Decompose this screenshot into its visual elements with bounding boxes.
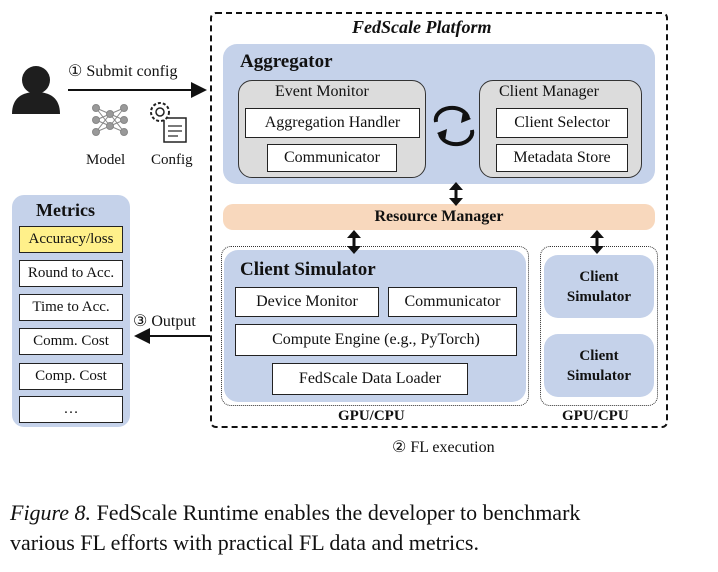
resource-simulator-arrow-main (347, 230, 361, 254)
figure-caption-line2: various FL efforts with practical FL dat… (10, 530, 479, 555)
aggregation-handler-box: Aggregation Handler (245, 108, 420, 138)
simulator-communicator-box: Communicator (388, 287, 517, 317)
output-label: ③ Output (133, 313, 196, 330)
gpu-cpu-label-main: GPU/CPU (338, 408, 405, 424)
gpu-region-main (221, 246, 529, 406)
aggregator-communicator-box: Communicator (267, 144, 397, 172)
metric-accuracy-loss: Accuracy/loss (19, 226, 123, 253)
data-loader-box: FedScale Data Loader (272, 363, 468, 395)
user-icon (12, 66, 60, 114)
sync-arrows-icon (433, 105, 475, 147)
submit-config-label: ① Submit config (68, 63, 178, 80)
platform-boundary (210, 12, 668, 428)
compute-engine-box: Compute Engine (e.g., PyTorch) (235, 324, 517, 356)
client-simulator-small-1: Client Simulator (544, 255, 654, 318)
device-monitor-box: Device Monitor (235, 287, 379, 317)
platform-title: FedScale Platform (352, 17, 492, 37)
fl-execution-label: ② FL execution (392, 439, 495, 456)
client-manager-title: Client Manager (499, 83, 599, 100)
client-simulator-small-2: Client Simulator (544, 334, 654, 397)
metric-more: … (19, 396, 123, 423)
neural-network-icon (92, 104, 128, 136)
aggregator-title: Aggregator (240, 51, 333, 72)
caption-text-1: FedScale Runtime enables the developer t… (91, 500, 581, 525)
resource-manager-bar: Resource Manager (223, 204, 655, 230)
resource-simulator-arrow-side (590, 230, 604, 254)
figure-caption-line1: Figure 8. FedScale Runtime enables the d… (10, 500, 580, 526)
client-simulator-small-2-label: Client Simulator (566, 347, 632, 384)
metadata-store-box: Metadata Store (496, 144, 628, 172)
metric-comp-cost: Comp. Cost (19, 363, 123, 390)
client-simulator-title: Client Simulator (240, 259, 376, 280)
metrics-title: Metrics (36, 200, 95, 220)
client-selector-box: Client Selector (496, 108, 628, 138)
event-monitor-title: Event Monitor (275, 83, 369, 100)
metric-time-to-acc: Time to Acc. (19, 294, 123, 321)
metric-round-to-acc: Round to Acc. (19, 260, 123, 287)
config-gear-icon (150, 102, 187, 143)
client-simulator-small-1-label: Client Simulator (566, 268, 632, 305)
aggregator-resource-arrow (449, 182, 463, 206)
metric-comm-cost: Comm. Cost (19, 328, 123, 355)
model-label: Model (86, 152, 126, 168)
gpu-cpu-label-side: GPU/CPU (562, 408, 629, 424)
config-label: Config (151, 152, 193, 168)
figure-label: Figure 8. (10, 500, 92, 525)
